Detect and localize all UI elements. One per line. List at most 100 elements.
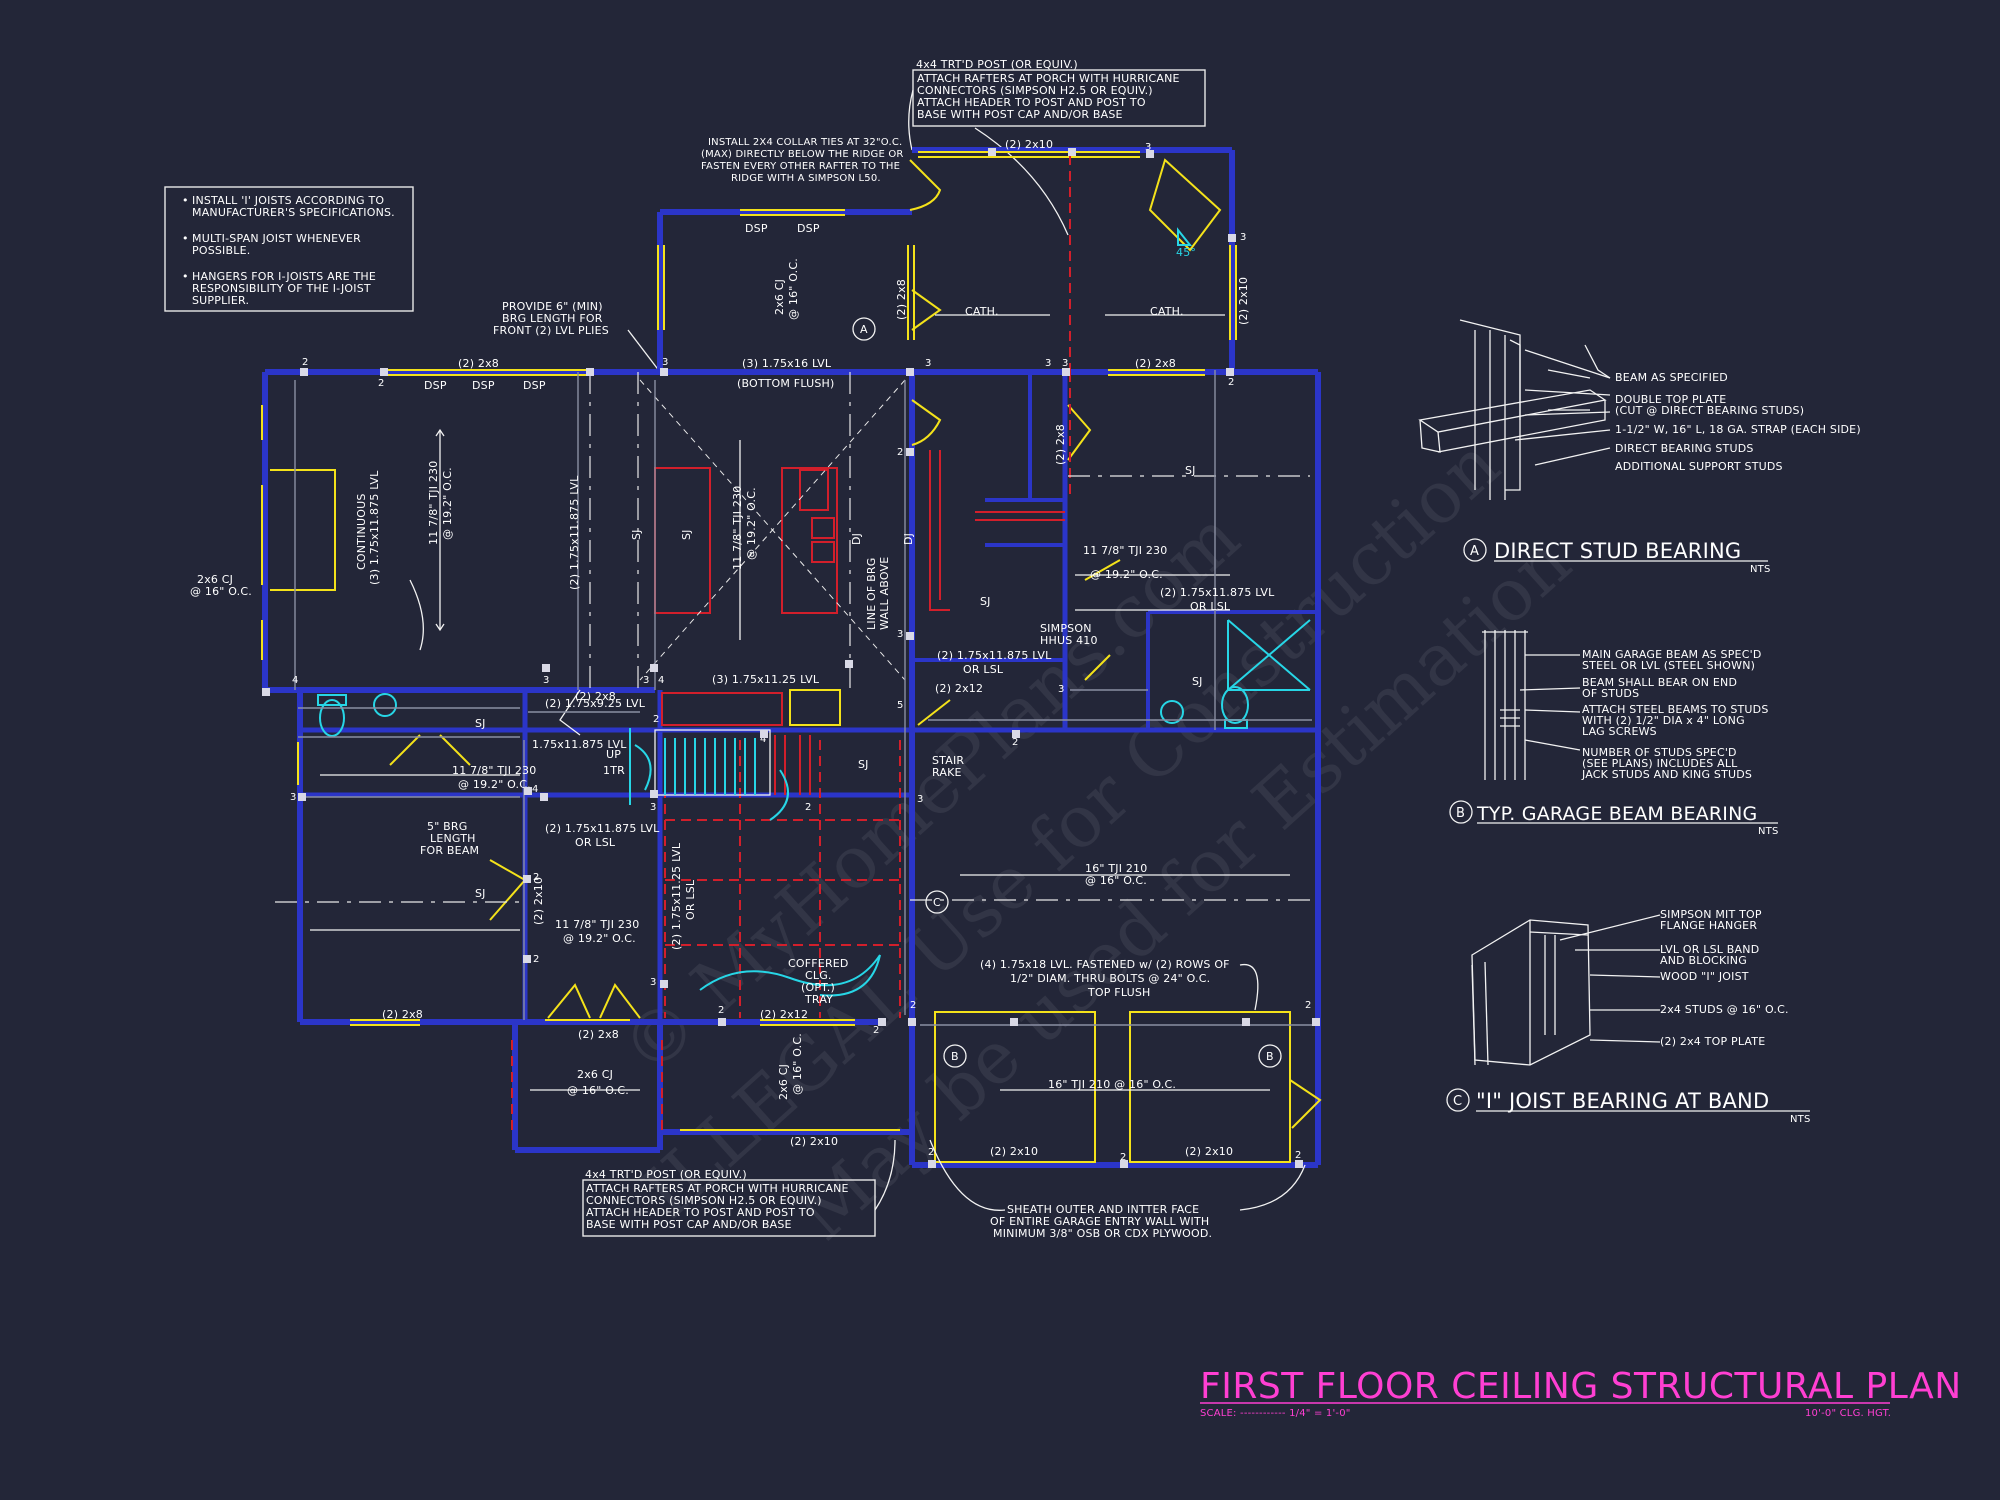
svg-text:45°: 45° [1176,246,1196,259]
svg-text:1.75x11.875 LVL: 1.75x11.875 LVL [532,738,627,751]
svg-text:•: • [182,194,189,207]
note-1-line-1: INSTALL 'I' JOISTS ACCORDING TO [192,194,384,207]
bottom-post-callout: 4x4 TRT'D POST (OR EQUIV.) ATTACH RAFTER… [582,1139,896,1237]
svg-text:(2) 2x8: (2) 2x8 [575,690,616,703]
svg-text:SHEATH OUTER AND INTTER FACE: SHEATH OUTER AND INTTER FACE [1007,1203,1199,1216]
ceiling-height: 10'-0" CLG. HGT. [1805,1408,1891,1419]
svg-text:(SEE PLANS) INCLUDES ALL: (SEE PLANS) INCLUDES ALL [1582,757,1738,770]
svg-text:FASTEN EVERY OTHER RAFTER TO T: FASTEN EVERY OTHER RAFTER TO THE [701,161,900,172]
svg-text:ATTACH HEADER TO POST AND POST: ATTACH HEADER TO POST AND POST TO [586,1206,815,1219]
svg-text:DSP: DSP [523,379,546,392]
svg-text:(2) 1.75x11.25 LVL: (2) 1.75x11.25 LVL [670,842,683,950]
svg-text:WALL ABOVE: WALL ABOVE [878,557,891,630]
svg-text:11 7/8" TJI 230: 11 7/8" TJI 230 [452,764,536,777]
svg-text:OR LSL: OR LSL [684,879,697,920]
svg-text:(2) 2x8: (2) 2x8 [578,1028,619,1041]
svg-text:(2) 2x4 TOP PLATE: (2) 2x4 TOP PLATE [1660,1035,1765,1048]
svg-text:3: 3 [643,675,650,686]
svg-text:3: 3 [543,675,550,686]
svg-text:2: 2 [897,447,904,458]
exterior-walls [262,147,1321,1168]
svg-text:2: 2 [533,954,540,965]
svg-text:11 7/8" TJI 230: 11 7/8" TJI 230 [1083,544,1167,557]
svg-text:(BOTTOM FLUSH): (BOTTOM FLUSH) [737,377,835,390]
svg-text:(OPT.): (OPT.) [801,981,835,994]
svg-text:3: 3 [917,794,924,805]
svg-text:LENGTH: LENGTH [430,832,476,845]
svg-text:(3) 1.75x11.25 LVL: (3) 1.75x11.25 LVL [712,673,820,686]
svg-text:3: 3 [1058,684,1065,695]
svg-text:CONTINUOUS: CONTINUOUS [355,493,368,570]
svg-text:2: 2 [928,1147,935,1158]
svg-text:A: A [860,323,868,336]
svg-text:2: 2 [378,378,385,389]
svg-text:(CUT @ DIRECT BEARING STUDS): (CUT @ DIRECT BEARING STUDS) [1615,404,1804,417]
svg-text:SJ: SJ [475,887,486,900]
headers [261,151,1322,1163]
svg-text:(2) 2x10: (2) 2x10 [1237,277,1250,325]
svg-text:(3) 1.75x16 LVL: (3) 1.75x16 LVL [742,357,832,370]
svg-text:2: 2 [873,1025,880,1036]
svg-text:NTS: NTS [1758,826,1779,837]
svg-text:•: • [182,232,189,245]
svg-text:@ 19.2" O.C.: @ 19.2" O.C. [563,932,636,945]
svg-text:3: 3 [1145,142,1152,153]
svg-text:(2) 1.75x11.875 LVL: (2) 1.75x11.875 LVL [568,475,581,590]
svg-text:SJ: SJ [680,529,693,540]
stair [629,728,771,805]
svg-text:2: 2 [805,802,812,813]
svg-text:@ 16" O.C.: @ 16" O.C. [791,1033,804,1095]
svg-text:(2) 2x10: (2) 2x10 [790,1135,838,1148]
svg-text:ATTACH RAFTERS AT PORCH WITH H: ATTACH RAFTERS AT PORCH WITH HURRICANE [917,72,1180,85]
svg-text:@ 16" O.C.: @ 16" O.C. [567,1084,629,1097]
svg-text:NTS: NTS [1790,1114,1811,1125]
svg-text:16" TJI 210 @ 16" O.C.: 16" TJI 210 @ 16" O.C. [1048,1078,1176,1091]
svg-text:BASE WITH POST CAP AND/OR BASE: BASE WITH POST CAP AND/OR BASE [917,108,1123,121]
svg-text:SJ: SJ [1185,464,1196,477]
brg-length-callout: PROVIDE 6" (MIN) BRG LENGTH FOR FRONT (2… [493,300,661,373]
note-1-line-2: MANUFACTURER'S SPECIFICATIONS. [192,206,395,219]
svg-text:4: 4 [760,734,767,745]
svg-text:(2) 2x8: (2) 2x8 [1054,424,1067,465]
svg-text:@ 16" O.C.: @ 16" O.C. [787,258,800,320]
svg-text:NUMBER OF STUDS SPEC'D: NUMBER OF STUDS SPEC'D [1582,746,1737,759]
svg-text:BRG LENGTH FOR: BRG LENGTH FOR [502,312,603,325]
svg-text:2: 2 [910,1000,917,1011]
svg-text:CATH.: CATH. [1150,305,1184,318]
svg-text:ATTACH HEADER TO POST AND POST: ATTACH HEADER TO POST AND POST TO [917,96,1146,109]
svg-text:@ 16" O.C.: @ 16" O.C. [190,585,252,598]
svg-text:2x4 STUDS @ 16" O.C.: 2x4 STUDS @ 16" O.C. [1660,1003,1789,1016]
svg-text:2: 2 [1012,737,1019,748]
svg-text:4: 4 [658,675,665,686]
svg-text:B: B [951,1050,959,1063]
svg-text:OF STUDS: OF STUDS [1582,687,1639,700]
svg-text:2: 2 [1120,1152,1127,1163]
detail-a-marker: A [1470,544,1479,559]
note-2-line-1: MULTI-SPAN JOIST WHENEVER [192,232,361,245]
svg-text:MAIN GARAGE BEAM AS SPEC'D: MAIN GARAGE BEAM AS SPEC'D [1582,648,1762,661]
svg-text:OR LSL: OR LSL [575,836,616,849]
svg-text:BEAM AS SPECIFIED: BEAM AS SPECIFIED [1615,371,1728,384]
detail-c-i-joist-bearing: SIMPSON MIT TOP FLANGE HANGER LVL OR LSL… [1446,908,1811,1125]
svg-text:5" BRG: 5" BRG [427,820,467,833]
svg-text:CONNECTORS (SIMPSON H2.5 OR EQ: CONNECTORS (SIMPSON H2.5 OR EQUIV.) [917,84,1153,97]
svg-text:2: 2 [1305,1000,1312,1011]
svg-text:3: 3 [925,358,932,369]
svg-text:HHUS 410: HHUS 410 [1040,634,1098,647]
svg-text:JACK STUDS AND KING STUDS: JACK STUDS AND KING STUDS [1581,768,1752,781]
svg-text:FLANGE HANGER: FLANGE HANGER [1660,919,1757,932]
svg-text:(2) 2x10: (2) 2x10 [532,877,545,925]
svg-text:DSP: DSP [424,379,447,392]
svg-text:(2) 2x10: (2) 2x10 [1185,1145,1233,1158]
svg-text:WITH (2) 1/2" DIA x 4" LONG: WITH (2) 1/2" DIA x 4" LONG [1582,714,1745,727]
svg-text:@ 16" O.C.: @ 16" O.C. [1085,874,1147,887]
svg-text:SJ: SJ [1192,675,1203,688]
detail-a-direct-stud-bearing: BEAM AS SPECIFIED DOUBLE TOP PLATE (CUT … [1418,319,1861,575]
note-2-line-2: POSSIBLE. [192,244,250,257]
svg-text:(2) 2x12: (2) 2x12 [935,682,983,695]
svg-text:SJ: SJ [980,595,991,608]
detail-c-title: "I" JOIST BEARING AT BAND [1476,1089,1769,1113]
svg-text:SJ: SJ [858,758,869,771]
svg-text:(3) 1.75x11.875 LVL: (3) 1.75x11.875 LVL [368,470,381,585]
